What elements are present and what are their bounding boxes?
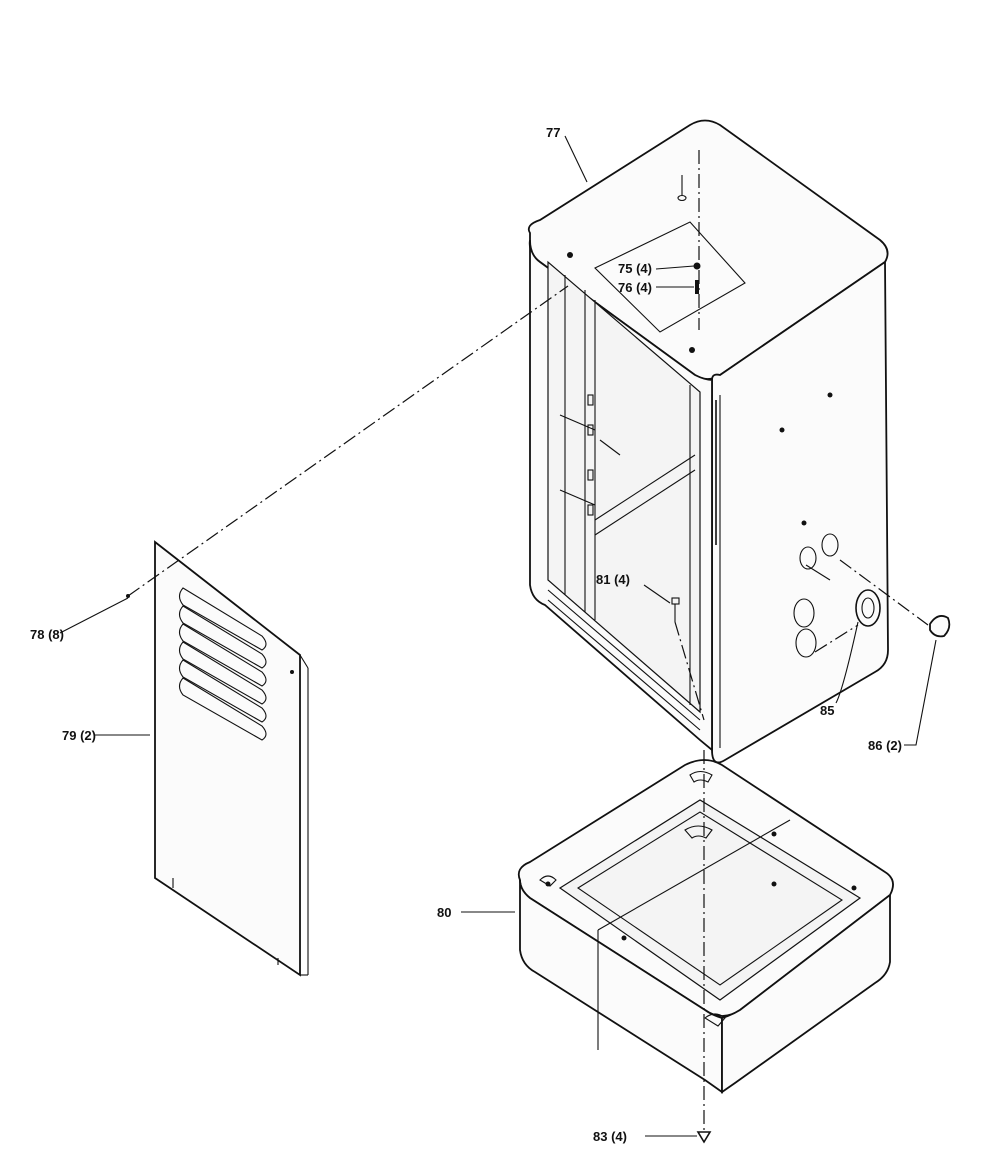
callout-leaders bbox=[59, 135, 937, 1137]
grommet-85 bbox=[814, 589, 881, 653]
label-80: 80 bbox=[437, 905, 451, 920]
label-75: 75 (4) bbox=[618, 261, 652, 276]
label-83: 83 (4) bbox=[593, 1129, 627, 1144]
plug-86 bbox=[839, 559, 951, 638]
panel-alignment-line bbox=[127, 285, 569, 597]
label-85: 85 bbox=[820, 703, 834, 718]
label-86: 86 (2) bbox=[868, 738, 902, 753]
screw-81 bbox=[671, 597, 705, 721]
screw-83 bbox=[696, 1131, 712, 1144]
label-79: 79 (2) bbox=[62, 728, 96, 743]
top-hardware bbox=[677, 150, 701, 330]
label-77: 77 bbox=[546, 125, 560, 140]
label-81: 81 (4) bbox=[596, 572, 630, 587]
cabinet bbox=[527, 119, 889, 764]
side-panel-79 bbox=[126, 540, 309, 977]
label-78: 78 (8) bbox=[30, 627, 64, 642]
base-80 bbox=[517, 759, 894, 1094]
label-76: 76 (4) bbox=[618, 280, 652, 295]
